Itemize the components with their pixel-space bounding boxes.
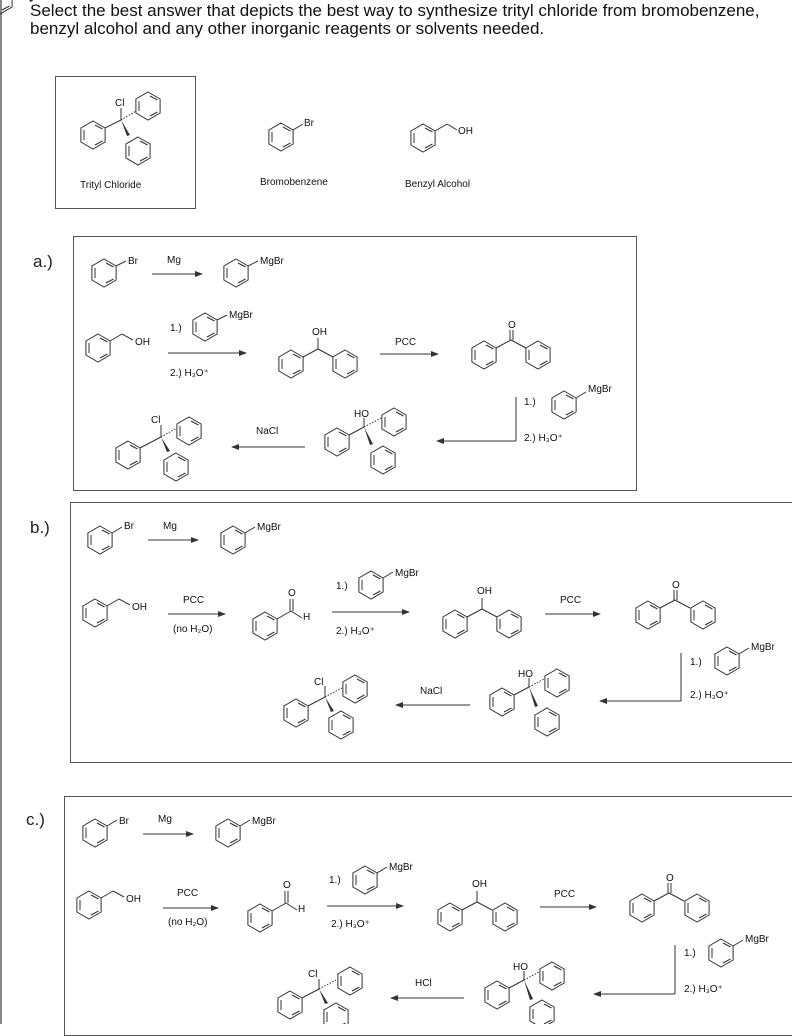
- svg-text:OH: OH: [126, 894, 141, 905]
- trityl-chloride-box: [55, 76, 196, 209]
- svg-text:MgBr: MgBr: [745, 934, 770, 945]
- svg-text:O: O: [283, 880, 291, 891]
- svg-text:MgBr: MgBr: [389, 862, 414, 873]
- b-final-reagent-label: NaCl: [420, 686, 443, 697]
- question-line-2: benzyl alcohol and any other inorganic r…: [30, 19, 545, 38]
- svg-text:Cl: Cl: [308, 969, 317, 980]
- svg-text:MgBr: MgBr: [260, 256, 285, 267]
- svg-text:HO: HO: [354, 409, 369, 420]
- svg-text:Br: Br: [304, 118, 315, 129]
- option-c-label[interactable]: c.): [26, 810, 45, 829]
- c-pcc2-label: PCC: [554, 889, 576, 900]
- svg-text:O: O: [288, 588, 296, 599]
- svg-text:H: H: [298, 904, 305, 915]
- a-step2-label: 2.) H₃O⁺: [170, 368, 209, 379]
- svg-text:O: O: [508, 320, 516, 331]
- svg-text:Cl: Cl: [115, 98, 124, 109]
- question-line-1: Select the best answer that depicts the …: [30, 1, 760, 20]
- trityl-chloride-label: Trityl Chloride: [80, 180, 142, 191]
- option-a-scheme: Br MgBr OH MgBr OH O MgBr: [85, 256, 613, 482]
- a-step1b-label: 1.): [524, 397, 536, 408]
- svg-text:Br: Br: [119, 816, 130, 827]
- c-mg-label: Mg: [158, 814, 172, 825]
- svg-text:Br: Br: [124, 521, 135, 532]
- b-mg-label: Mg: [163, 521, 177, 532]
- a-pcc-label: PCC: [395, 337, 417, 348]
- option-a-label[interactable]: a.): [33, 252, 53, 271]
- b-pcc1-cond-label: (no H₂O): [173, 624, 213, 635]
- benzyl-alcohol-label: Benzyl Alcohol: [405, 179, 471, 190]
- svg-text:OH: OH: [477, 586, 492, 597]
- benzyl-alcohol-structure: OH: [410, 123, 473, 153]
- c-step2b-label: 2.) H₃O⁺: [684, 984, 723, 995]
- b-pcc1-label: PCC: [183, 595, 205, 606]
- a-mg-label: Mg: [167, 255, 181, 266]
- svg-text:MgBr: MgBr: [395, 568, 420, 579]
- a-final-reagent-label: NaCl: [256, 426, 279, 437]
- option-b-scheme: Br MgBr OH O H MgBr OH O: [82, 521, 776, 740]
- a-step1-label: 1.): [170, 323, 182, 334]
- svg-text:OH: OH: [472, 879, 487, 890]
- svg-text:OH: OH: [312, 327, 327, 338]
- svg-text:MgBr: MgBr: [229, 310, 254, 321]
- svg-text:OH: OH: [135, 337, 150, 348]
- svg-text:MgBr: MgBr: [257, 522, 282, 533]
- bromobenzene-label: Bromobenzene: [260, 177, 328, 188]
- page-left-border: [0, 0, 2, 1024]
- svg-text:HO: HO: [513, 962, 528, 973]
- svg-text:HO: HO: [518, 669, 533, 680]
- b-step1-label: 1.): [336, 581, 348, 592]
- trityl-chloride-structure: Cl: [80, 91, 161, 166]
- question-text: Select the best answer that depicts the …: [30, 2, 790, 38]
- svg-text:OH: OH: [132, 602, 147, 613]
- svg-text:Cl: Cl: [314, 677, 323, 688]
- svg-text:Br: Br: [128, 256, 139, 267]
- svg-text:MgBr: MgBr: [751, 642, 776, 653]
- svg-text:MgBr: MgBr: [588, 384, 613, 395]
- b-step1b-label: 1.): [690, 657, 702, 668]
- c-step1-label: 1.): [329, 875, 341, 886]
- b-step2b-label: 2.) H₃O⁺: [690, 690, 729, 701]
- c-pcc1-cond-label: (no H₂O): [168, 917, 208, 928]
- c-pcc1-label: PCC: [177, 888, 199, 899]
- svg-text:MgBr: MgBr: [252, 816, 277, 827]
- option-c-scheme: Br MgBr OH O H MgBr OH O: [76, 816, 770, 1024]
- svg-text:O: O: [672, 580, 680, 591]
- b-pcc2-label: PCC: [560, 595, 582, 606]
- option-b-label[interactable]: b.): [30, 518, 50, 537]
- c-final-reagent-label: HCl: [415, 978, 432, 989]
- svg-text:H: H: [303, 612, 310, 623]
- option-a-box[interactable]: [73, 236, 637, 491]
- option-b-box[interactable]: [70, 502, 792, 763]
- svg-text:OH: OH: [458, 126, 473, 137]
- svg-text:Cl: Cl: [151, 415, 160, 426]
- a-step2b-label: 2.) H₃O⁺: [524, 433, 563, 444]
- svg-text:O: O: [666, 873, 674, 884]
- c-step1b-label: 1.): [684, 948, 696, 959]
- c-step2-label: 2.) H₃O⁺: [331, 919, 370, 930]
- bromobenzene-structure: Br: [268, 118, 315, 152]
- b-step2-label: 2.) H₃O⁺: [336, 626, 375, 637]
